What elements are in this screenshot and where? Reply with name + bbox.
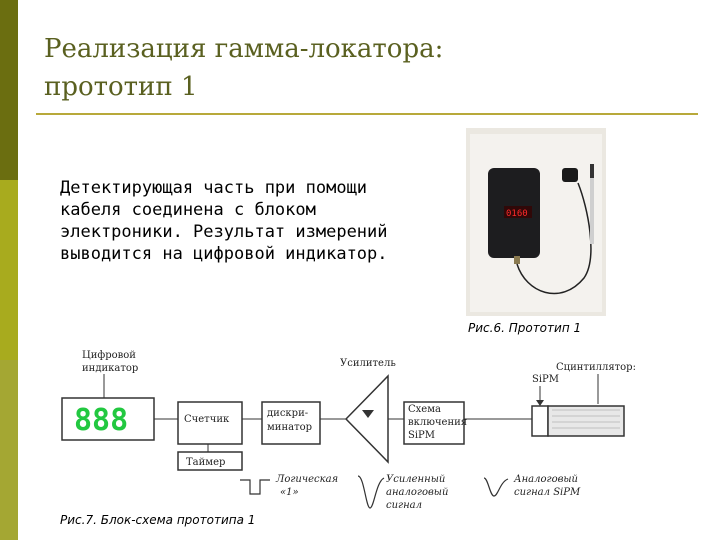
sipm-waveform <box>483 477 509 497</box>
display-readout: 0160 <box>506 209 528 219</box>
diagram-caption: Рис.7. Блок-схема прототипа 1 <box>60 513 256 527</box>
amplified-label-3: сигнал <box>386 500 422 511</box>
title-line-1: Реализация гамма-локатора: <box>44 34 444 64</box>
body-line: электроники. Результат измерений <box>60 222 388 242</box>
logic-signal-label-2: «1» <box>280 487 299 498</box>
discriminator-label-1: дискри- <box>267 408 308 419</box>
sipm-label: SiPM <box>532 374 559 385</box>
amplified-label-1: Усиленный <box>386 474 445 485</box>
title-divider <box>36 113 698 115</box>
prototype-photo-drawing: 0160 <box>466 128 606 316</box>
logic-waveform <box>240 479 270 495</box>
title-line-2: прототип 1 <box>44 72 198 102</box>
sidebar-band-light <box>0 360 18 540</box>
sidebar-band-mid <box>0 180 18 360</box>
block-diagram: Цифровой индикатор 888 Счетчик Таймер ди… <box>58 348 638 518</box>
amplified-waveform <box>357 475 385 509</box>
amplifier-label: Усилитель <box>340 358 396 369</box>
sidebar-band-dark <box>0 0 18 180</box>
counter-label: Счетчик <box>184 414 230 425</box>
body-line: Детектирующая часть при помощи <box>60 178 368 198</box>
scintillator-label: Сцинтиллятор: <box>556 362 636 373</box>
counter-block <box>177 401 243 445</box>
indicator-block <box>61 397 155 441</box>
sipm-circuit-block <box>403 401 465 445</box>
prototype-photo: 0160 <box>466 128 606 316</box>
circuit-label-3: SiPM <box>408 430 435 441</box>
indicator-label-1: Цифровой <box>82 350 136 361</box>
amplified-label-2: аналоговый <box>386 487 448 498</box>
block-diagram-drawing: Цифровой индикатор 888 Счетчик Таймер ди… <box>61 350 636 511</box>
circuit-label-2: включения <box>408 417 467 428</box>
body-paragraph: Детектирующая часть при помощи кабеля со… <box>60 177 480 265</box>
indicator-digits: 888 <box>74 403 128 438</box>
amplifier-triangle <box>344 374 389 464</box>
analog-label-1: Аналоговый <box>513 474 578 485</box>
logic-signal-label-1: Логическая <box>275 474 338 485</box>
discriminator-label-2: минатор <box>267 422 312 433</box>
scintillator-crystal <box>547 405 625 437</box>
timer-block <box>177 451 243 471</box>
circuit-label-1: Схема <box>408 404 441 415</box>
discriminator-block <box>261 401 321 445</box>
indicator-label-2: индикатор <box>82 363 138 374</box>
body-line: выводится на цифровой индикатор. <box>60 244 388 264</box>
body-line: кабеля соединена с блоком <box>60 200 316 220</box>
sipm-element <box>531 405 549 437</box>
timer-label: Таймер <box>186 457 225 468</box>
photo-caption: Рис.6. Прототип 1 <box>468 321 582 335</box>
analog-label-2: сигнал SiPM <box>514 487 581 498</box>
slide-title: Реализация гамма-локатора: прототип 1 <box>44 30 684 106</box>
